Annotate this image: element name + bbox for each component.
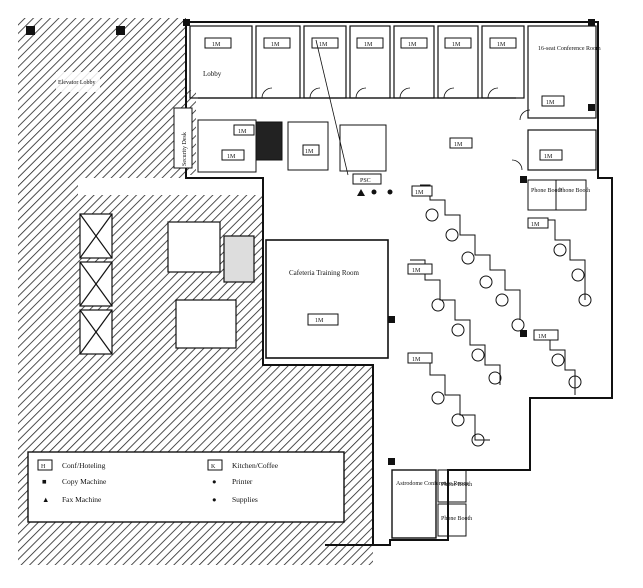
svg-text:1M: 1M	[408, 42, 417, 48]
security-desk-label: Security Desk	[182, 132, 188, 166]
training-room: Cafeteria Training Room 1M	[265, 239, 389, 359]
svg-text:1M: 1M	[531, 222, 540, 228]
legend-item: ● Supplies	[212, 495, 258, 504]
svg-text:Conf/Hoteling: Conf/Hoteling	[62, 461, 106, 470]
svg-text:1M: 1M	[412, 357, 421, 363]
svg-text:1M: 1M	[415, 190, 424, 196]
svg-text:▲: ▲	[42, 495, 49, 504]
psc-marker: PSC	[315, 39, 393, 196]
svg-text:●: ●	[212, 495, 217, 504]
svg-text:1M: 1M	[305, 149, 314, 155]
svg-text:Copy Machine: Copy Machine	[62, 477, 107, 486]
office-tag: 1M	[263, 37, 291, 49]
office-tag: 1M	[356, 37, 384, 49]
elevator-core	[79, 213, 255, 355]
legend-item: H Conf/Hoteling	[37, 459, 106, 471]
svg-text:Fax Machine: Fax Machine	[62, 495, 102, 504]
svg-text:1M: 1M	[315, 318, 324, 324]
legend-item: ● Printer	[212, 477, 253, 486]
office-tag: 1M	[400, 37, 428, 49]
svg-text:●: ●	[212, 477, 217, 486]
security-desk: Security Desk	[173, 107, 193, 169]
svg-text:1M: 1M	[238, 129, 247, 135]
door-swings	[261, 87, 531, 171]
top-offices	[189, 25, 597, 171]
legend-item: K Kitchen/Coffee	[207, 459, 279, 471]
svg-text:1M: 1M	[227, 154, 236, 160]
svg-text:1M: 1M	[452, 42, 461, 48]
training-room-label: Cafeteria Training Room	[289, 269, 360, 277]
reception-tags: 1M 1M 1M	[221, 124, 320, 161]
office-tag: 1M	[311, 37, 339, 49]
hatched-north-west	[18, 18, 186, 178]
svg-text:1M: 1M	[319, 42, 328, 48]
svg-text:1M: 1M	[538, 334, 547, 340]
office-tag: 1M	[489, 37, 517, 49]
phone-booth-b-label: Phone Booth	[559, 188, 590, 194]
pod-tags: 1M 1M 1M 1M 1M 1M	[407, 137, 559, 364]
lobby: Lobby	[203, 70, 222, 78]
reception-cluster	[197, 119, 387, 173]
phone-booths-east	[527, 179, 587, 211]
svg-text:Kitchen/Coffee: Kitchen/Coffee	[232, 461, 279, 470]
hatched-west	[18, 178, 78, 368]
astrodome-conference: Astrodome Conference Room Phone Booth Ph…	[391, 469, 472, 539]
elevator-lobby-label: Elevator Lobby	[58, 80, 96, 86]
svg-text:1M: 1M	[271, 42, 280, 48]
legend: H Conf/Hoteling K Kitchen/Coffee ■ Copy …	[27, 451, 345, 523]
svg-text:K: K	[211, 464, 216, 470]
svg-text:Supplies: Supplies	[232, 495, 258, 504]
phone-booth-a-label: Phone Booth	[531, 188, 562, 194]
astrodome-label: Astrodome Conference Room	[396, 480, 468, 487]
svg-text:■: ■	[42, 477, 47, 486]
legend-item: ▲ Fax Machine	[42, 495, 102, 504]
svg-text:H: H	[41, 464, 46, 470]
office-tags: 1M 1M 1M 1M 1M 1M 1M	[204, 37, 517, 49]
office-tag: 1M	[204, 37, 232, 49]
column-markers	[26, 19, 595, 465]
lobby-label: Lobby	[203, 70, 222, 78]
conference-16: 16-seat Conference Room 1M 1M	[538, 45, 601, 161]
svg-text:1M: 1M	[546, 100, 555, 106]
svg-text:1M: 1M	[454, 142, 463, 148]
workstation-pods	[410, 184, 592, 447]
office-tag: 1M	[444, 37, 472, 49]
svg-text:1M: 1M	[364, 42, 373, 48]
elevator-lobby: Elevator Lobby	[56, 72, 100, 92]
psc-label: PSC	[360, 178, 371, 184]
legend-item: ■ Copy Machine	[42, 477, 107, 486]
svg-text:1M: 1M	[212, 42, 221, 48]
conference-16-label: 16-seat Conference Room	[538, 45, 601, 52]
svg-text:1M: 1M	[497, 42, 506, 48]
phone-booth-c-label: Phone Booth	[441, 482, 472, 488]
phone-booth-d-label: Phone Booth	[441, 516, 472, 522]
svg-text:1M: 1M	[412, 268, 421, 274]
svg-text:Printer: Printer	[232, 477, 253, 486]
svg-text:1M: 1M	[544, 154, 553, 160]
